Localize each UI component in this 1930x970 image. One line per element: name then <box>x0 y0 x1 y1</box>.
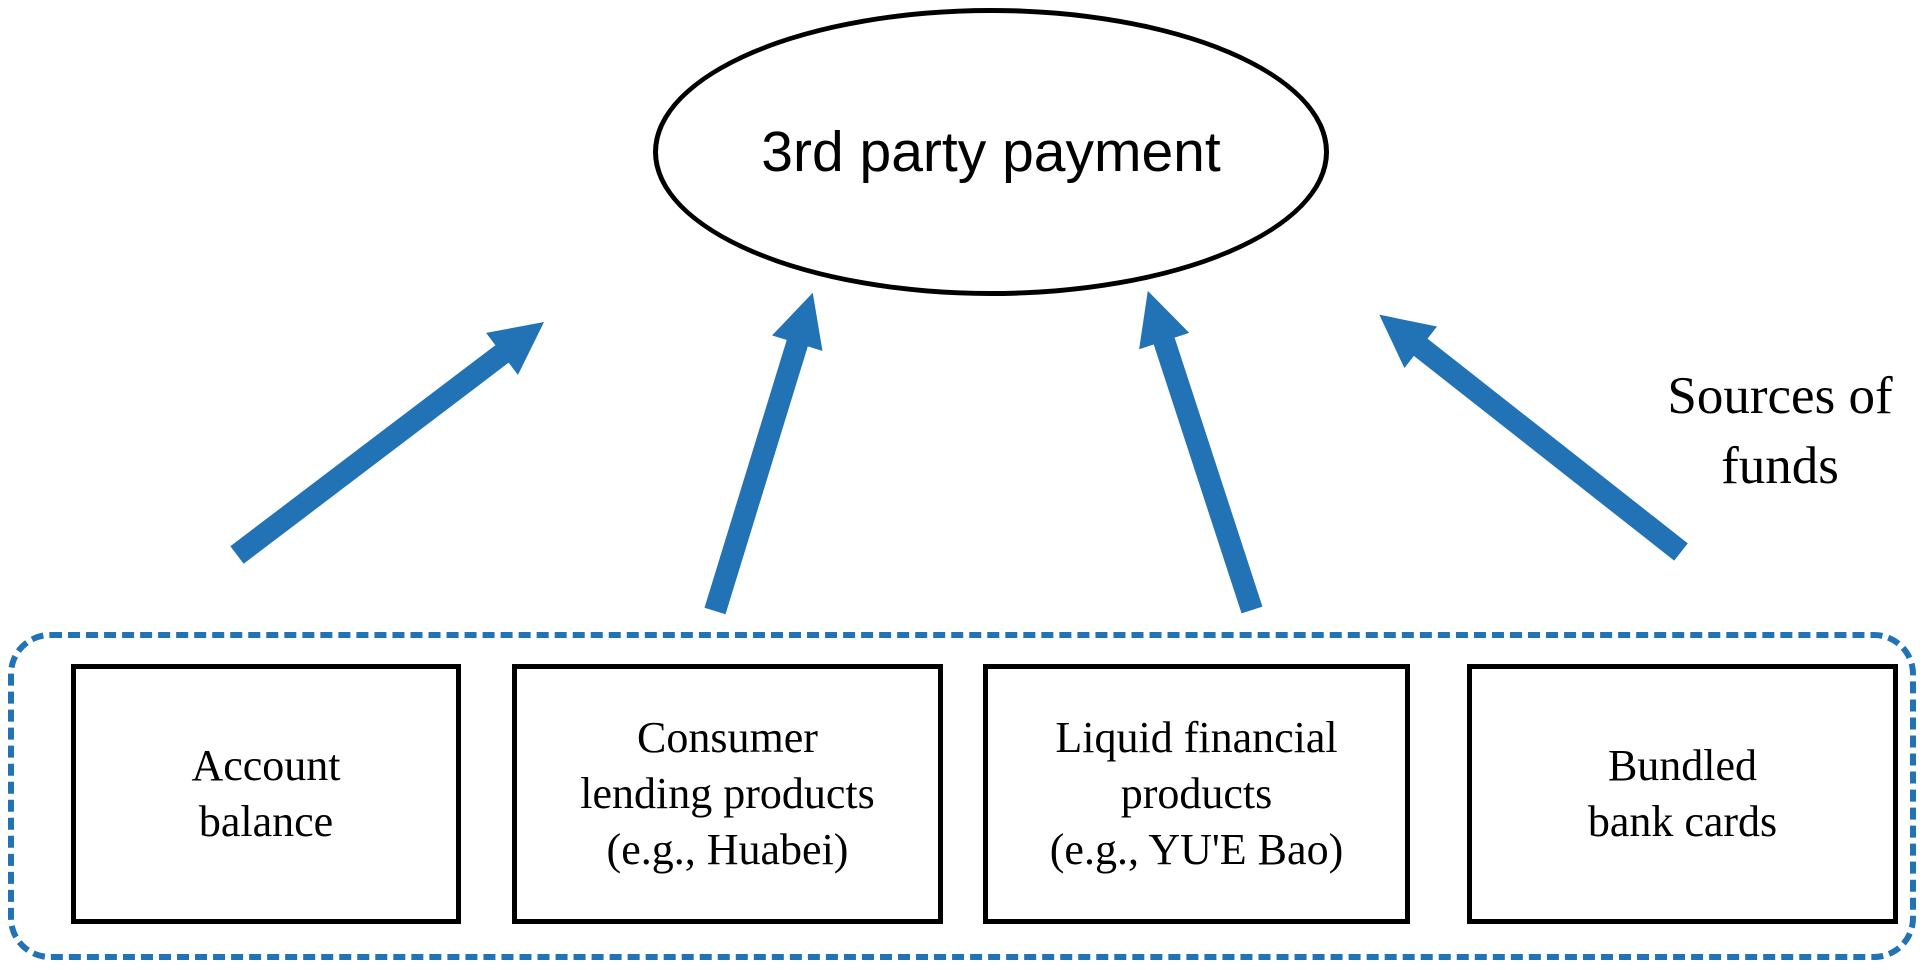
source-box-line: balance <box>198 797 334 846</box>
arrow-consumer-lending <box>704 292 823 615</box>
source-box-line: lending products <box>580 768 875 818</box>
source-box-line: (e.g., YU'E Bao) <box>1049 825 1344 875</box>
source-box-line: bank cards <box>1587 797 1778 846</box>
source-box-account-balance: Account balance <box>71 664 461 924</box>
source-box-liquid-financial: Liquid financial products (e.g., YU'E Ba… <box>983 664 1410 924</box>
arrow-liquid-financial <box>1139 290 1263 614</box>
source-box-consumer-lending: Consumer lending products (e.g., Huabei) <box>512 664 943 924</box>
source-box-line: Consumer <box>637 712 818 762</box>
third-party-payment-node: 3rd party payment <box>653 8 1329 296</box>
sources-of-funds-line-2: funds <box>1721 436 1839 495</box>
arrow-account-balance <box>230 322 545 564</box>
source-box-line: Liquid financial <box>1055 712 1338 762</box>
source-box-line: (e.g., Huabei) <box>606 825 849 875</box>
source-box-bundled-bank-cards: Bundled bank cards <box>1467 664 1898 924</box>
third-party-payment-label: 3rd party payment <box>761 120 1221 184</box>
sources-of-funds-label: Sources of funds <box>1615 362 1930 502</box>
source-box-line: Account <box>191 740 341 790</box>
sources-of-funds-line-1: Sources of <box>1667 367 1893 425</box>
source-box-line: products <box>1120 768 1273 818</box>
source-box-line: Bundled <box>1607 740 1758 790</box>
